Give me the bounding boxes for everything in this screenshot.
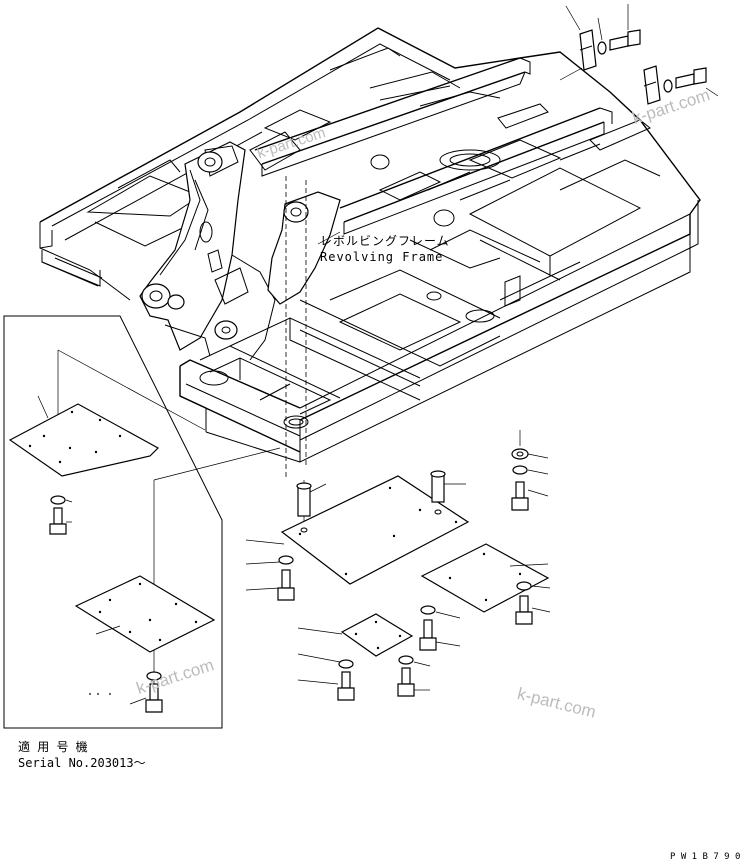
washer-icon	[663, 79, 673, 93]
bolt-icon	[675, 73, 695, 89]
frame-title-en: Revolving Frame	[320, 250, 444, 264]
boom-bracket-towers	[139, 131, 341, 361]
washer-icon	[146, 671, 162, 681]
bolt-icon	[515, 481, 525, 499]
serial-header: 適 用 号 機	[18, 740, 88, 754]
serial-inset-box	[3, 315, 281, 729]
washer-icon	[338, 659, 354, 669]
bolt-icon	[423, 619, 433, 639]
pin-icon	[297, 485, 311, 517]
bolt-icon	[609, 35, 629, 51]
bracket-icon	[643, 65, 661, 105]
washer-icon	[398, 655, 414, 665]
bolt-icon	[401, 667, 411, 685]
washer-icon	[50, 495, 66, 505]
revolving-frame	[39, 27, 701, 463]
bolt-icon	[519, 595, 529, 613]
washer-icon	[597, 41, 607, 55]
upper-bracket-group	[559, 4, 719, 105]
pin-icon	[431, 473, 445, 503]
washer-icon	[512, 465, 528, 475]
serial-range: Serial No.203013～	[18, 756, 146, 770]
washer-icon	[278, 555, 294, 565]
bolt-icon	[53, 507, 63, 525]
bracket-icon	[579, 29, 597, 71]
bolt-icon	[341, 671, 351, 689]
under-cover-group	[245, 430, 551, 701]
washer-icon	[420, 605, 436, 615]
bolt-icon	[281, 569, 291, 589]
plate-cover-icon	[280, 475, 470, 585]
washer-icon	[511, 448, 529, 460]
drawing-code: P W 1 B 7 9 0	[670, 852, 741, 862]
plate-cover-icon	[8, 403, 159, 477]
frame-title-jp: レボルビングフレーム	[320, 234, 450, 248]
plate-cover-icon	[340, 613, 414, 657]
plate-cover-icon	[74, 575, 216, 653]
plate-cover-icon	[420, 543, 550, 613]
washer-icon	[516, 581, 532, 591]
